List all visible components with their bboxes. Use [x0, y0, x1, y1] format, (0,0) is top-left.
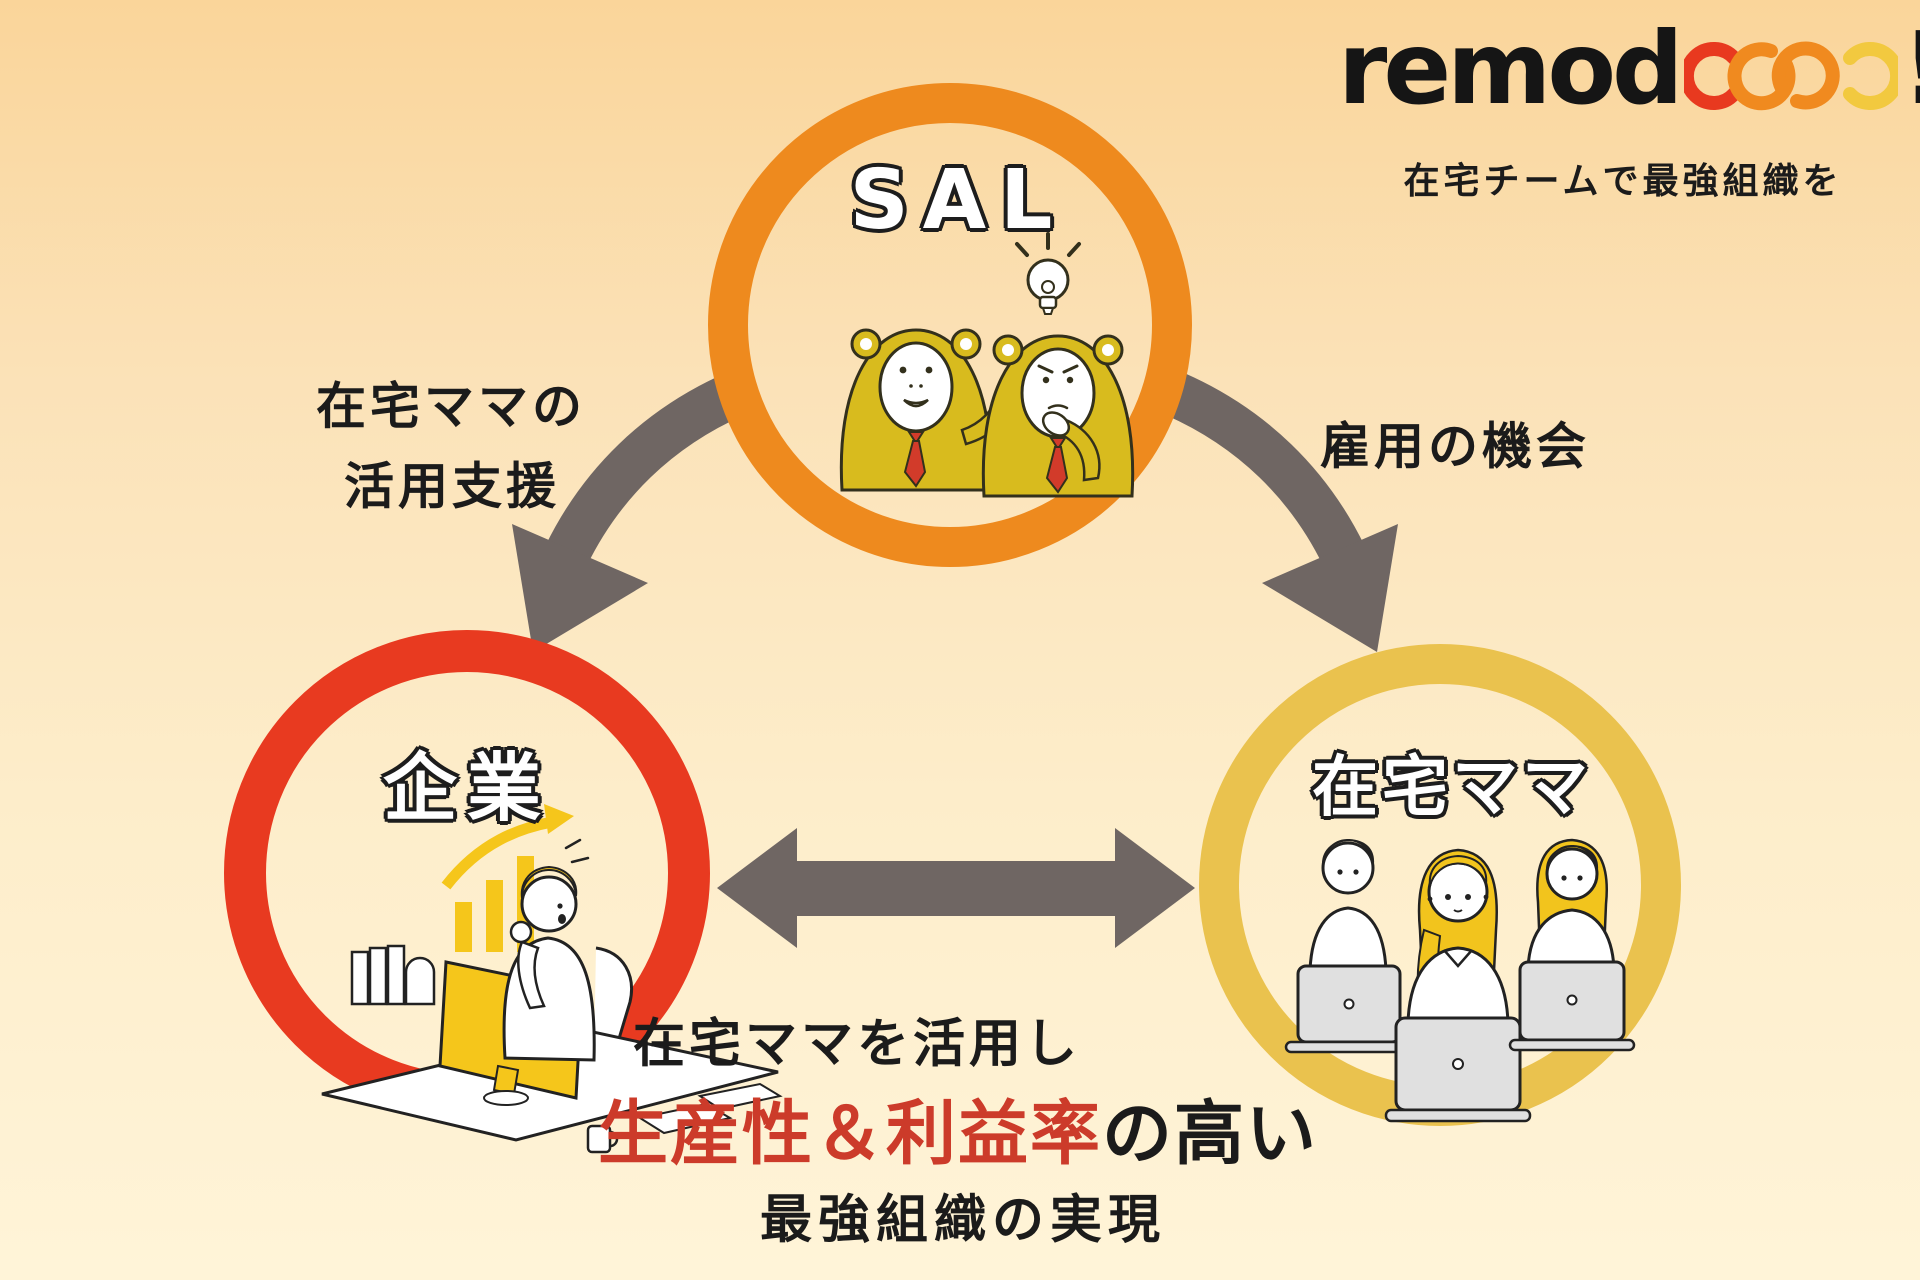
sal-ring — [708, 83, 1192, 567]
brand-wordmark: remod — [1338, 10, 1684, 127]
company-node-label: 企業 — [383, 745, 551, 832]
brand-rings-icon — [1683, 41, 1898, 111]
double-arrow-icon — [717, 828, 1195, 948]
edge-label-support-line2: 活用支援 — [344, 457, 560, 516]
brand-logo: remod ! — [1338, 16, 1920, 121]
remote-workers-illustration — [1284, 838, 1636, 1123]
tablet-icon — [697, 1082, 783, 1111]
bear-mascot-left-icon — [839, 328, 1027, 492]
brand-exclaim: ! — [1902, 16, 1920, 121]
brand-tagline: 在宅チームで最強組織を — [1403, 161, 1843, 202]
office-worker — [502, 865, 596, 1062]
company-desk-illustration — [321, 804, 783, 1154]
footer-line3: 最強組織の実現 — [759, 1190, 1167, 1251]
sal-node-label: SAL — [849, 152, 1067, 248]
curved-arrow-right-icon — [1165, 372, 1398, 652]
worker-right — [1508, 838, 1636, 1052]
mug-icon — [586, 1124, 619, 1154]
worker-center — [1384, 848, 1532, 1123]
edge-label-support-line1: 在宅ママの — [316, 377, 586, 436]
footer-line2-rest: の高い — [1102, 1092, 1318, 1175]
edge-label-employment: 雇用の機会 — [1320, 417, 1590, 476]
footer-line2: 生産性＆利益率の高い — [598, 1092, 1318, 1175]
worker-left — [1284, 838, 1414, 1054]
papers-icon — [637, 1102, 733, 1135]
footer-line1: 在宅ママを活用し — [632, 1014, 1082, 1075]
curved-arrow-left-icon — [512, 372, 745, 652]
footer-line2-highlight: 生産性＆利益率 — [598, 1092, 1102, 1175]
lightbulb-icon — [1015, 232, 1081, 315]
mama-node-label: 在宅ママ — [1312, 748, 1592, 826]
bear-mascot-right-icon — [981, 334, 1135, 498]
books-icon — [350, 944, 436, 1006]
